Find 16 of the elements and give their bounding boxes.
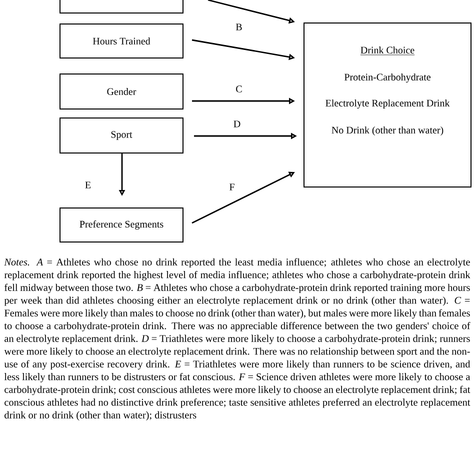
option-text: No Drink (other than water) xyxy=(332,126,444,136)
edge-label: B xyxy=(234,22,244,32)
option-text: Electrolyte Replacement Drink xyxy=(326,99,450,109)
box-heading: Drink Choice xyxy=(360,46,415,56)
option-text: Protein-Carbohydrate xyxy=(344,73,430,83)
factor-box: Gender xyxy=(60,74,184,110)
factor-box: Hours Trained xyxy=(60,24,184,58)
factor-box: Sport xyxy=(60,118,184,154)
edge-label: E xyxy=(84,180,92,190)
edge-label: D xyxy=(232,120,242,128)
factor-box: Preference Segments xyxy=(60,208,184,242)
edge-label: C xyxy=(234,84,244,94)
empty-box xyxy=(60,0,184,14)
outcome-box xyxy=(304,22,472,188)
notes-paragraph: Notes. A = Athletes who chose no drink reported the least media influence; athletes who chose an electrolyte replacement drink reported the highest level of media influence; athletes who chose a carbohydrate-protein drink fell midway between those two. B = Athletes who chose a carbohydrate-protein drink reported training more hours per week than did athletes choosing either an electrolyte replacement drink or no drink (other than water). C = Females were more likely than males to choose no drink (other than water), but males were more likely than females to choose a carbohydrate-protein drink. There was no appreciable difference between the two genders' choice of an electrolyte replacement drink. D = Triathletes were more likely to choose a carbohydrate-protein drink; runners were more likely to choose an electrolyte replacement drink. There was no relationship between sport and the non-use of any post-exercise recovery drink. E = Triathletes were more likely than runners to be science driven, and less likely than runners to be distrusters or fat conscious. F = Science driven athletes were more likely to choose a carbohydrate-protein drink; cost conscious athletes were more likely to choose an electrolyte replacement drink; fat conscious athletes had no distinctive drink preference; taste sensitive athletes preferred an electrolyte replacement drink or no drink (other than water); distrusters xyxy=(4,258,470,421)
edge-label: F xyxy=(228,182,236,192)
